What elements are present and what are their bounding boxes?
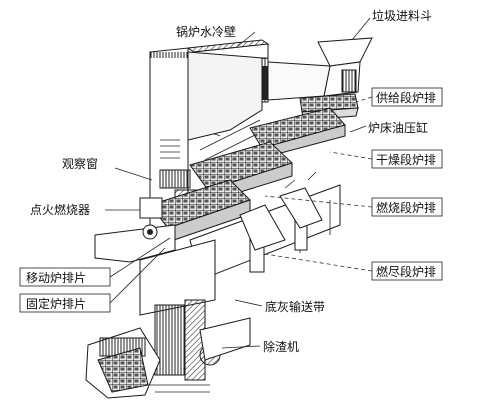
slag-remover	[85, 317, 251, 399]
grate-support-frame	[189, 171, 341, 285]
label-water-wall: 锅炉水冷壁	[176, 24, 236, 39]
label-burnout-grate: 燃尽段炉排	[376, 264, 436, 279]
label-drying-grate: 干燥段炉排	[376, 152, 436, 167]
label-texts: 垃圾进料斗 锅炉水冷壁 供给段炉排 炉床油压缸 观察窗 干燥段炉排 点火燃烧器 …	[26, 8, 436, 354]
label-moving-grate-bar: 移动炉排片	[26, 271, 86, 285]
label-hopper: 垃圾进料斗	[372, 8, 432, 23]
label-fixed-grate-bar: 固定炉排片	[26, 296, 86, 311]
label-ash-conveyor: 底灰输送带	[265, 299, 325, 314]
label-ignition-burner: 点火燃烧器	[30, 202, 90, 217]
label-feed-grate: 供给段炉排	[376, 90, 436, 105]
label-observation-window: 观察窗	[62, 157, 98, 171]
label-hydraulic-cylinder: 炉床油压缸	[368, 120, 428, 135]
label-combustion-grate: 燃烧段炉排	[376, 200, 436, 215]
ash-chute	[94, 224, 216, 381]
furnace-body	[85, 37, 373, 399]
feed-hopper	[267, 37, 373, 101]
leader-lines	[105, 17, 373, 349]
label-slag-remover: 除渣机	[263, 339, 299, 354]
ignition-burner	[139, 197, 163, 240]
